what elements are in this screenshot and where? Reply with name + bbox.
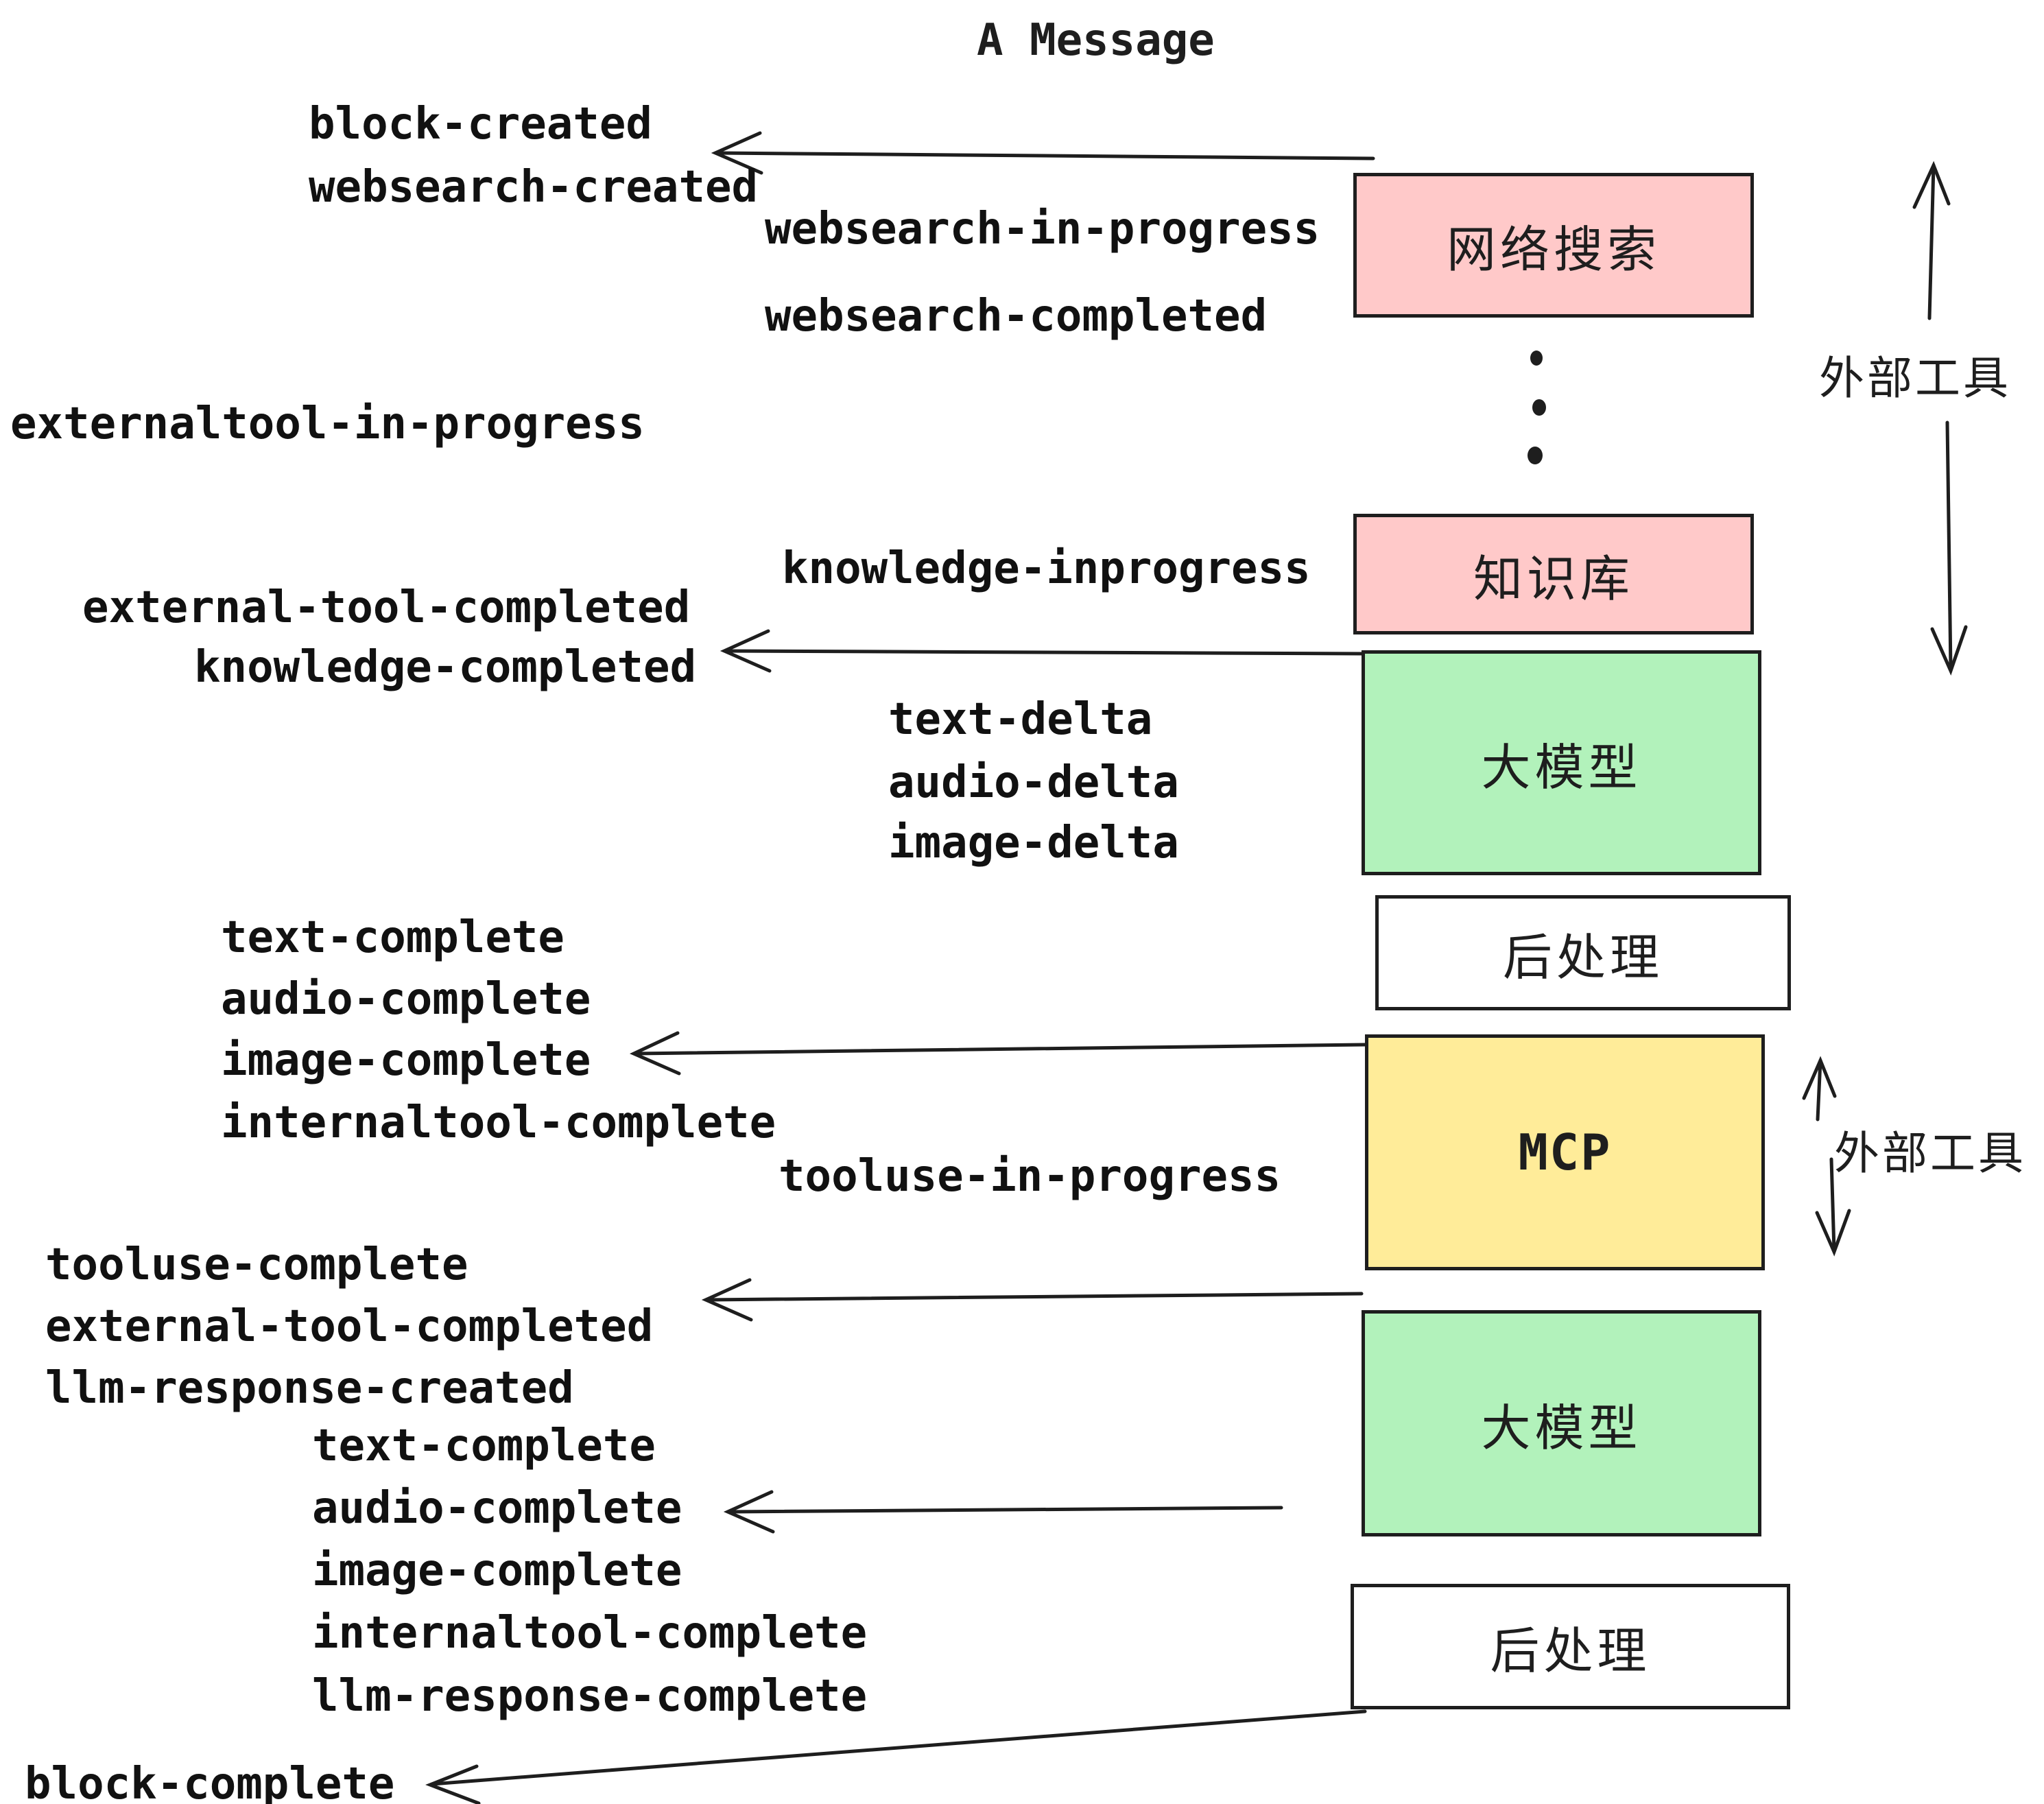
box-mcp: MCP xyxy=(1365,1034,1765,1270)
event-label-block-created: block-created xyxy=(309,99,652,150)
event-label-internaltool-complete: internaltool-complete xyxy=(221,1097,776,1148)
ellipsis-dots-icon xyxy=(1528,351,1546,464)
event-label-internaltool-complete-2: internaltool-complete xyxy=(312,1608,868,1659)
event-label-knowledge-inprogress: knowledge-inprogress xyxy=(782,543,1311,594)
event-label-image-delta: image-delta xyxy=(888,818,1179,868)
event-label-knowledge-completed: knowledge-completed xyxy=(194,642,697,693)
box-postprocess-2: 后处理 xyxy=(1351,1584,1790,1709)
event-label-externaltool-in-progress: externaltool-in-progress xyxy=(10,399,645,449)
event-label-text-delta: text-delta xyxy=(888,694,1153,745)
arrow-postprocess-to-events xyxy=(629,1031,1367,1076)
event-label-text-complete-2: text-complete xyxy=(312,1421,656,1471)
event-label-websearch-created: websearch-created xyxy=(309,162,759,213)
event-label-llm-response-created: llm-response-created xyxy=(45,1363,574,1414)
event-label-audio-complete: audio-complete xyxy=(221,974,591,1025)
external-tools-label-1: 外部工具 xyxy=(1819,352,2011,405)
box-knowledge: 知识库 xyxy=(1353,514,1754,634)
arrow-knowledge-to-events xyxy=(720,629,1366,673)
box-llm-1: 大模型 xyxy=(1362,650,1761,875)
event-label-external-tool-completed-2: external-tool-completed xyxy=(45,1301,654,1352)
arrow-websearch-to-events xyxy=(711,131,1375,175)
event-label-image-complete-2: image-complete xyxy=(312,1545,682,1596)
event-label-image-complete: image-complete xyxy=(221,1035,591,1086)
event-label-tooluse-complete: tooluse-complete xyxy=(45,1239,468,1290)
event-label-block-complete: block-complete xyxy=(25,1759,395,1804)
event-label-audio-delta: audio-delta xyxy=(888,757,1179,808)
event-label-external-tool-completed: external-tool-completed xyxy=(82,582,691,633)
external-tools-2-up-arrow xyxy=(1802,1056,1837,1121)
box-postprocess-1: 后处理 xyxy=(1375,895,1791,1010)
external-tools-up-arrow xyxy=(1912,161,1951,320)
box-websearch: 网络搜索 xyxy=(1353,173,1754,318)
event-label-llm-response-complete: llm-response-complete xyxy=(312,1671,868,1722)
external-tools-down-arrow xyxy=(1930,420,1968,676)
arrow-llm2-to-events xyxy=(723,1490,1283,1534)
event-label-websearch-completed: websearch-completed xyxy=(765,291,1268,342)
diagram-title: A Message xyxy=(977,15,1215,66)
arrow-mcp-to-events xyxy=(701,1278,1364,1322)
event-label-text-complete: text-complete xyxy=(221,912,565,963)
external-tools-label-2: 外部工具 xyxy=(1834,1127,2026,1180)
event-label-websearch-in-progress: websearch-in-progress xyxy=(765,204,1320,254)
box-llm-2: 大模型 xyxy=(1362,1310,1761,1536)
event-label-audio-complete-2: audio-complete xyxy=(312,1483,682,1534)
event-label-tooluse-in-progress: tooluse-in-progress xyxy=(779,1151,1281,1202)
